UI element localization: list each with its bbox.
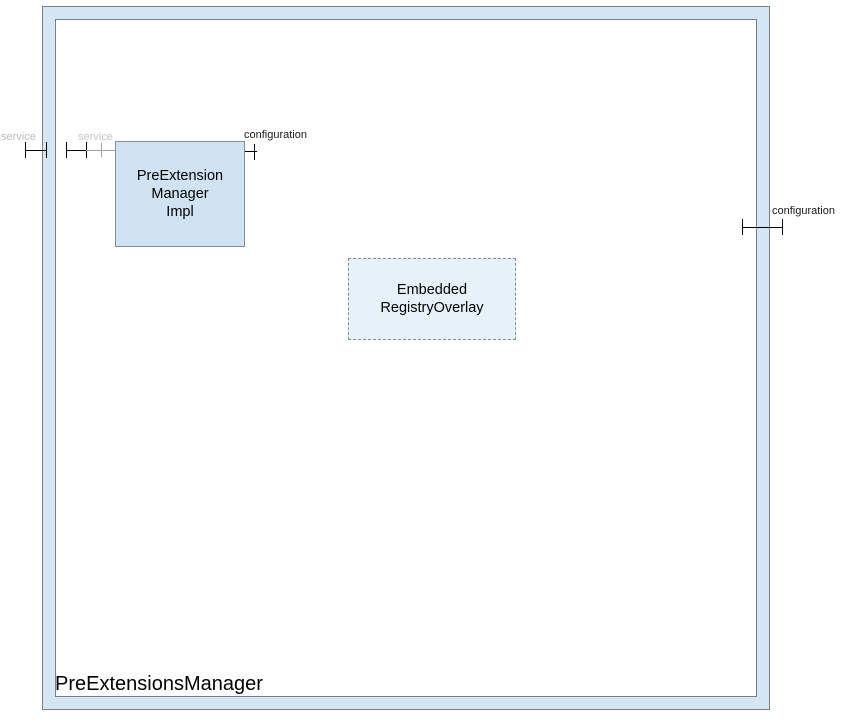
port-bar-service-outer-right bbox=[46, 142, 47, 158]
component-preextensionmanagerimpl-label: PreExtension Manager Impl bbox=[136, 168, 224, 220]
port-label-service-inner: service bbox=[78, 131, 113, 143]
port-bar-configuration-frame-right bbox=[782, 219, 783, 235]
component-frame-inner bbox=[55, 19, 757, 697]
port-line-service-inner bbox=[66, 150, 86, 151]
connector-line-service bbox=[86, 150, 115, 151]
port-line-service-outer-left bbox=[25, 150, 46, 151]
port-bar-configuration-component bbox=[254, 144, 255, 160]
port-label-configuration-component: configuration bbox=[244, 129, 307, 141]
port-label-configuration-frame: configuration bbox=[772, 205, 835, 217]
port-line-configuration-component bbox=[245, 151, 257, 152]
connector-tick-service bbox=[101, 143, 102, 157]
component-preextensionmanagerimpl[interactable]: PreExtension Manager Impl bbox=[115, 141, 245, 247]
component-embeddedregistryoverlay[interactable]: Embedded RegistryOverlay bbox=[348, 258, 516, 340]
port-line-configuration-frame bbox=[742, 227, 783, 228]
component-embeddedregistryoverlay-label: Embedded RegistryOverlay bbox=[380, 282, 484, 316]
frame-title: PreExtensionsManager bbox=[55, 673, 263, 695]
port-label-service-outer: service bbox=[1, 131, 36, 143]
